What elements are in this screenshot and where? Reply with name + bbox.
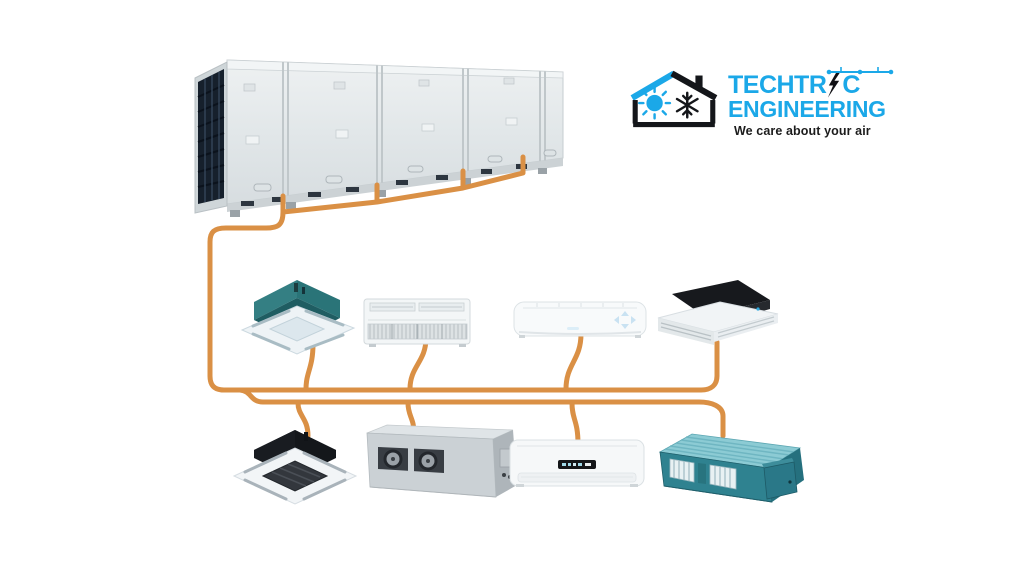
pipe-upper-bus [219, 339, 720, 393]
pipe-outdoor-manifold [207, 154, 526, 393]
power-line-icon [826, 67, 894, 75]
indoor-unit-wall-split-lower [509, 439, 645, 487]
brand-name-line2: ENGINEERING [728, 96, 886, 122]
indicator-plus-pad [614, 311, 636, 329]
indoor-unit-ducted-teal [658, 433, 804, 503]
control-box [763, 461, 798, 500]
brand-logo: TECHTR C ENGINEERING We care about your … [626, 66, 894, 138]
brand-tagline: We care about your air [734, 124, 871, 138]
outdoor-unit-bank [194, 59, 564, 217]
indoor-unit-cassette-1way-black [657, 280, 779, 345]
indoor-unit-ceiling-floor [363, 298, 471, 347]
brand-name-line1: TECHTR C [728, 67, 894, 99]
indoor-unit-ducted-gray [366, 424, 517, 498]
pipe-lower-bus [237, 387, 726, 439]
pipe-network [207, 154, 726, 447]
carry-handles [253, 149, 557, 192]
brand-name-prefix: TECHTR [728, 71, 827, 99]
indoor-unit-wall-split-upper [513, 301, 647, 338]
indoor-unit-cassette-4way-teal [240, 280, 356, 355]
indoor-unit-cassette-4way-black [232, 430, 358, 505]
sun-icon [638, 86, 672, 120]
brand-name-suffix: C [842, 71, 860, 99]
lightning-bolt-icon [828, 72, 841, 98]
module-seams [282, 62, 546, 196]
display-strip [558, 460, 596, 469]
brand-house-icon [630, 70, 718, 128]
snowflake-icon [675, 91, 699, 119]
